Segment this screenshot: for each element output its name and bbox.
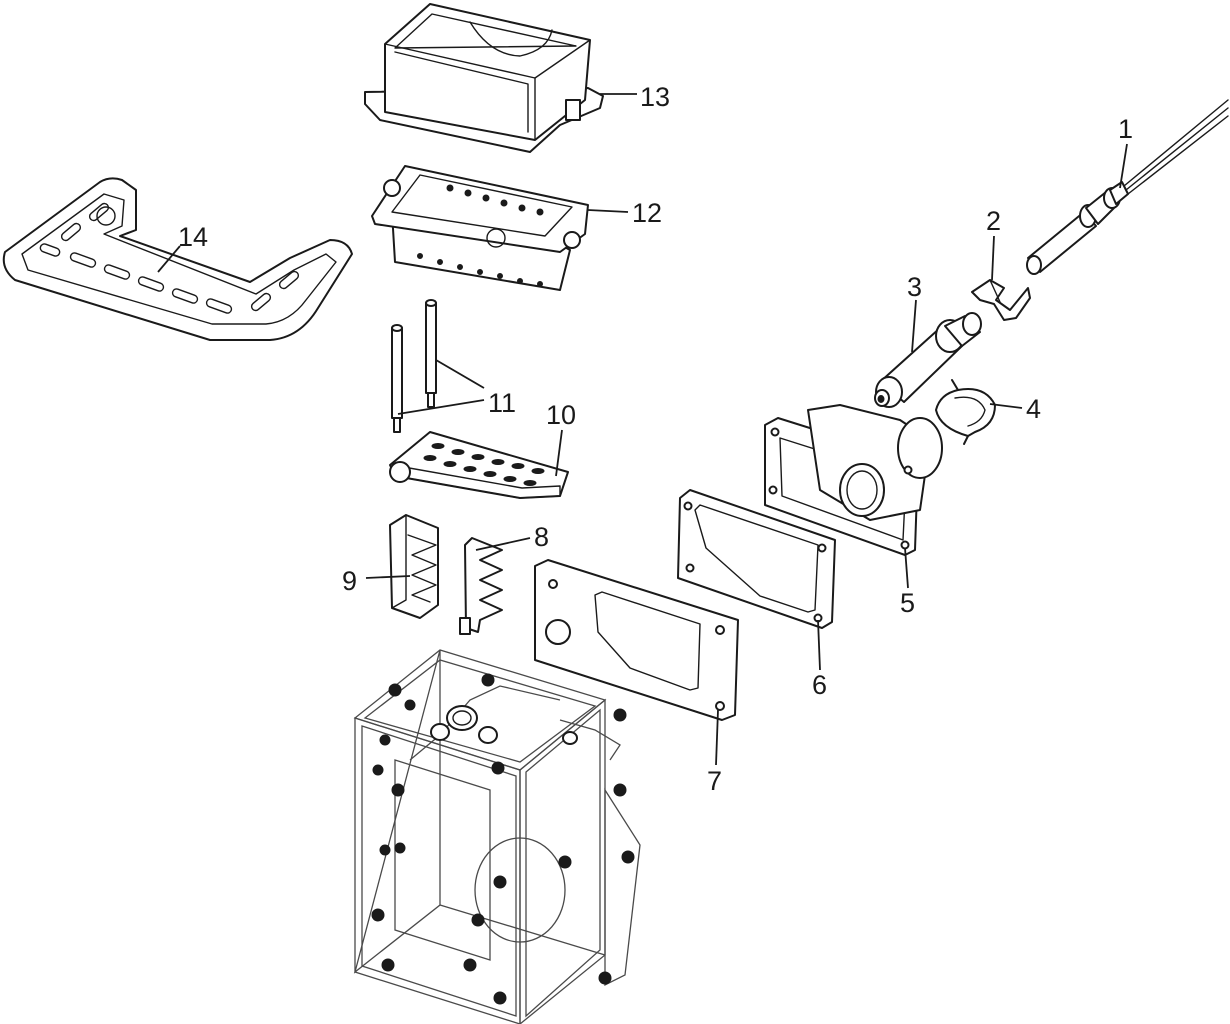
callout-1: 1 [1118,114,1133,144]
part-4-ring-clip [935,379,996,445]
main-enclosure-wireframe [353,649,641,1024]
part-3-nozzle-tube [874,312,982,408]
callout-4: 4 [1026,394,1041,424]
burner-box-holes [417,184,544,287]
callout-8: 8 [534,522,549,552]
enclosure-pipe-stub [430,705,578,745]
callout-7: 7 [707,766,722,796]
callout-14: 14 [178,222,208,252]
callout-10: 10 [546,400,576,430]
plate-holes [423,443,545,486]
callout-11: 11 [488,388,516,418]
callout-2: 2 [986,206,1001,236]
part-6-gasket-frame [677,489,836,629]
part-14-grate-tray [2,177,353,341]
part-11-pins [391,299,437,433]
callout-13: 13 [640,82,670,112]
callout-9: 9 [342,566,357,596]
part-7-gasket-plate [534,559,739,721]
enclosure-bolts [371,673,635,1005]
callout-3: 3 [907,272,922,302]
grate-slots [39,202,300,314]
part-1-probe [1026,99,1229,275]
part-2-clip [971,279,1031,321]
leader-lines [157,93,1128,766]
part-5-flange-housing [764,404,943,556]
callout-6: 6 [812,670,827,700]
callout-5: 5 [900,588,915,618]
part-12-burner-box [371,165,589,291]
part-9-comb-bracket [389,514,439,619]
callout-labels: 1 2 3 4 5 6 7 8 9 10 11 12 13 14 [178,82,1133,796]
callout-12: 12 [632,198,662,228]
part-10-perforated-plate [389,431,569,499]
part-8-comb-strip [459,537,503,635]
part-13-top-housing [364,3,604,153]
